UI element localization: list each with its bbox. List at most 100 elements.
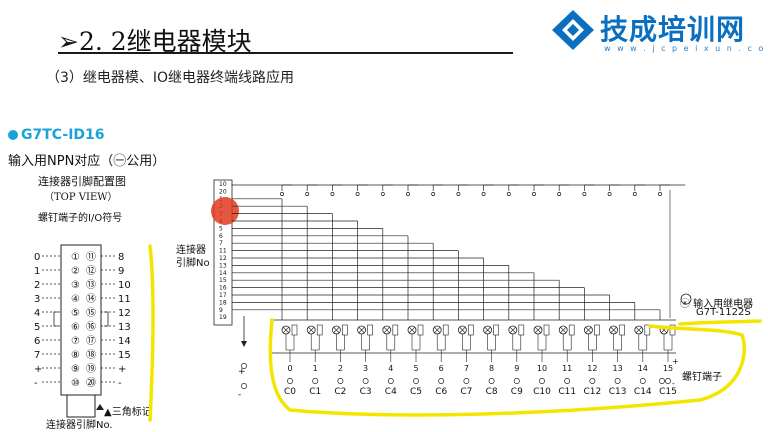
screw-terminal-icon <box>413 378 419 384</box>
npn-heading: 输入用NPN对应（㊀公用） <box>8 154 166 169</box>
switch-contact <box>532 192 536 196</box>
terminal-number: 4 <box>388 364 393 373</box>
terminal-common-label: C11 <box>558 387 576 397</box>
model-name: G7TC-ID16 <box>21 127 105 143</box>
relay-diode <box>442 324 449 336</box>
highlighter-mark <box>268 318 746 417</box>
io-left-label: 7 <box>34 350 40 361</box>
terminal-number: 15 <box>663 364 673 373</box>
connector-pin-number: 10 <box>219 181 227 188</box>
connector-pin-number: 15 <box>219 277 227 284</box>
pin-right: ⑬ <box>86 279 96 291</box>
power-plus: + <box>238 367 246 377</box>
terminal-number: 0 <box>287 364 292 373</box>
pin-left: ⑥ <box>71 322 80 333</box>
relay-cross <box>585 326 592 334</box>
relay-cross <box>509 326 517 334</box>
relay-diode <box>291 324 298 336</box>
screw-terminal-icon <box>312 378 319 384</box>
connector-pin-number: 14 <box>219 270 227 277</box>
terminal-common-label: C3 <box>360 387 372 397</box>
switch-contact <box>280 192 284 196</box>
power-plus-right: + <box>672 357 679 366</box>
pin-left: ⑧ <box>71 350 80 361</box>
switch-contact <box>305 192 310 196</box>
io-left-label: 0 <box>34 252 40 263</box>
relay-diode <box>644 324 651 336</box>
logo-diamond-icon <box>552 10 594 50</box>
pin-right: ⑯ <box>86 321 96 333</box>
relay-model: G7T-1122S <box>696 307 751 318</box>
pin-right: ⑪ <box>86 251 96 263</box>
pin-left: ⑩ <box>71 378 80 389</box>
terminal-common-label: C8 <box>486 387 498 397</box>
io-right-label: 9 <box>118 266 124 277</box>
highlight-circle <box>211 197 239 225</box>
relay-label: ⓧ 输入用继电器 <box>680 299 754 310</box>
io-left-label: 3 <box>34 294 40 305</box>
relay-diode <box>669 324 676 336</box>
connector-label-2: 引脚No <box>176 258 210 269</box>
brand-logo: 技成培训网 w w w . j c p e i x u n . c o m <box>548 8 768 56</box>
io-right-label: 10 <box>118 280 131 291</box>
title-underline <box>58 52 513 54</box>
model-label: G7TC-ID16 <box>8 127 105 143</box>
io-left-label: + <box>34 364 42 375</box>
screw-terminal-icon <box>463 378 470 384</box>
relay-cross <box>383 326 391 334</box>
pin-right: ⑰ <box>86 335 96 347</box>
connector-strip <box>213 179 233 326</box>
highlighter-mark <box>678 319 762 326</box>
terminal-common-label: C1 <box>309 387 321 397</box>
screw-terminal-icon <box>362 378 369 384</box>
terminal-common-label: C6 <box>435 387 447 397</box>
io-right-label: 14 <box>118 336 131 347</box>
screw-terminal-icon <box>513 378 520 384</box>
terminal-number: 3 <box>363 364 368 373</box>
io-left-label: - <box>34 378 38 389</box>
pin-right: ⑭ <box>86 293 96 305</box>
pin-left: ② <box>71 266 80 277</box>
terminal-common-label: C0 <box>284 387 296 397</box>
connector-pin-number: 9 <box>219 307 223 314</box>
io-left-label: 2 <box>34 280 40 291</box>
relay-diode <box>316 324 323 336</box>
io-left-label: 4 <box>34 308 40 319</box>
connector-pin-number: 6 <box>219 233 223 240</box>
io-right-label: 11 <box>118 294 131 305</box>
screw-terminal-icon <box>614 378 621 384</box>
io-left-label: 6 <box>34 336 40 347</box>
connector-key <box>66 394 96 418</box>
relay-cross <box>484 326 491 334</box>
relay-cross <box>433 326 441 334</box>
terminal-number: 9 <box>514 364 519 373</box>
screw-terminal-icon <box>438 378 445 384</box>
pin-right: ⑲ <box>86 363 96 375</box>
io-right-label: 15 <box>118 350 131 361</box>
relay-cross <box>358 326 365 334</box>
slide-subtitle: （3）继电器模、IO继电器终端线路应用 <box>46 70 295 86</box>
connector-pin-number: 16 <box>219 285 227 292</box>
screw-terminal-icon <box>665 378 671 384</box>
power-terminal-icon <box>241 383 247 389</box>
relay-cross <box>408 326 416 334</box>
io-right-label: 8 <box>118 252 124 263</box>
terminal-common-label: C10 <box>533 387 551 397</box>
connector-pin-number: 12 <box>219 255 227 262</box>
switch-contact <box>658 192 662 196</box>
pin-right: ⑫ <box>86 265 96 277</box>
switch-contact <box>632 192 637 196</box>
terminal-number: 14 <box>638 364 648 373</box>
connector-pin-number: 11 <box>219 248 227 255</box>
switch-contact <box>506 192 511 196</box>
io-right-label: + <box>118 364 126 375</box>
pin-right: ⑱ <box>86 349 96 361</box>
relay-cross <box>333 326 340 334</box>
pinout-view: （TOP VIEW） <box>44 192 118 203</box>
terminal-number: 10 <box>537 364 547 373</box>
screw-terminal-label: 螺钉端子 <box>682 372 722 383</box>
terminal-common-label: C15 <box>659 387 677 397</box>
relay-cross <box>307 326 315 334</box>
